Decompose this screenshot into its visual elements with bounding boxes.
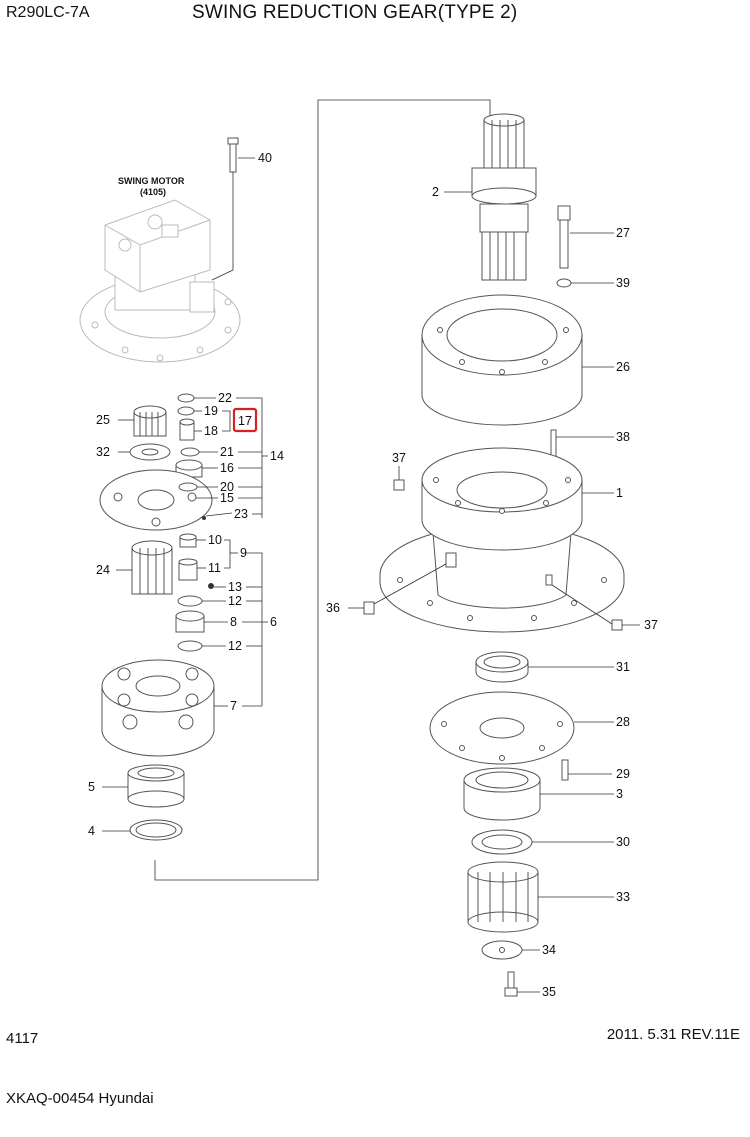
part-37-plug-lower bbox=[611, 619, 623, 631]
part-2-shaft bbox=[471, 113, 537, 281]
model-code: R290LC-7A bbox=[6, 4, 90, 21]
part-29-bolt bbox=[561, 759, 569, 781]
callout-40[interactable]: 40 bbox=[258, 151, 272, 165]
callout-11[interactable]: 11 bbox=[208, 561, 221, 575]
callout-27[interactable]: 27 bbox=[616, 226, 630, 240]
callout-17-highlight-box bbox=[232, 407, 258, 433]
revision-date: 2011. 5.31 REV.11E bbox=[606, 1026, 740, 1043]
part-19-ring bbox=[177, 406, 195, 416]
callout-18[interactable]: 18 bbox=[204, 424, 218, 438]
callout-19[interactable]: 19 bbox=[204, 404, 218, 418]
part-13-ball bbox=[208, 583, 214, 589]
part-18-bushing bbox=[179, 418, 195, 441]
part-35-bolt bbox=[504, 971, 518, 997]
part-1-housing bbox=[379, 447, 625, 633]
callout-30[interactable]: 30 bbox=[616, 835, 630, 849]
part-31-seal bbox=[475, 651, 529, 683]
assembly-frame-line bbox=[154, 99, 491, 881]
part-40-bolt bbox=[227, 137, 239, 173]
callout-23[interactable]: 23 bbox=[234, 507, 248, 521]
callout-10[interactable]: 10 bbox=[208, 533, 222, 547]
page-title: SWING REDUCTION GEAR(TYPE 2) bbox=[192, 2, 518, 23]
part-30-seal bbox=[471, 829, 533, 855]
part-34-plate bbox=[481, 940, 523, 960]
part-3-bearing bbox=[463, 767, 541, 821]
part-20-ring bbox=[178, 482, 198, 492]
page-number: 4117 bbox=[6, 1030, 39, 1047]
callout-20[interactable]: 20 bbox=[220, 480, 234, 494]
callout-1[interactable]: 1 bbox=[616, 486, 623, 500]
callout-32[interactable]: 32 bbox=[96, 445, 110, 459]
callout-37-upper[interactable]: 37 bbox=[392, 451, 406, 465]
callout-4[interactable]: 4 bbox=[88, 824, 95, 838]
part-carrier-plate bbox=[99, 469, 213, 531]
callout-28[interactable]: 28 bbox=[616, 715, 630, 729]
swing-motor-ref: (4105) bbox=[140, 187, 166, 197]
callout-14[interactable]: 14 bbox=[270, 449, 284, 463]
part-33-pinion bbox=[467, 861, 539, 933]
part-8-gear bbox=[175, 610, 205, 633]
part-24-planet-gear bbox=[131, 540, 173, 595]
callout-31[interactable]: 31 bbox=[616, 660, 630, 674]
callout-6[interactable]: 6 bbox=[270, 615, 277, 629]
part-23-pin bbox=[202, 516, 206, 520]
part-16-gear bbox=[175, 459, 203, 478]
callout-7[interactable]: 7 bbox=[230, 699, 237, 713]
callout-12-lower[interactable]: 12 bbox=[228, 639, 242, 653]
callout-34[interactable]: 34 bbox=[542, 943, 556, 957]
callout-36[interactable]: 36 bbox=[326, 601, 340, 615]
part-12-washer-lower bbox=[177, 640, 203, 652]
part-11-bushing bbox=[178, 558, 198, 581]
callout-26[interactable]: 26 bbox=[616, 360, 630, 374]
callout-29[interactable]: 29 bbox=[616, 767, 630, 781]
callout-13[interactable]: 13 bbox=[228, 580, 242, 594]
callout-25[interactable]: 25 bbox=[96, 413, 110, 427]
part-27-bolt bbox=[557, 205, 571, 269]
part-37-plug-upper bbox=[393, 479, 405, 491]
callout-3[interactable]: 3 bbox=[616, 787, 623, 801]
callout-2[interactable]: 2 bbox=[432, 185, 439, 199]
callout-21[interactable]: 21 bbox=[220, 445, 234, 459]
part-10-pin bbox=[179, 533, 197, 548]
part-39-washer bbox=[556, 278, 572, 288]
document-reference: XKAQ-00454 Hyundai bbox=[6, 1090, 154, 1107]
callout-37-lower[interactable]: 37 bbox=[644, 618, 658, 632]
callout-12-upper[interactable]: 12 bbox=[228, 594, 242, 608]
callout-16[interactable]: 16 bbox=[220, 461, 234, 475]
part-36-plug bbox=[363, 601, 375, 615]
part-5-bearing bbox=[127, 764, 185, 808]
callout-24[interactable]: 24 bbox=[96, 563, 110, 577]
part-25-gear bbox=[133, 405, 167, 437]
callout-39[interactable]: 39 bbox=[616, 276, 630, 290]
part-32-washer bbox=[129, 443, 171, 461]
part-4-seal-ring bbox=[129, 819, 183, 841]
swing-motor-drawing bbox=[79, 199, 241, 363]
callout-38[interactable]: 38 bbox=[616, 430, 630, 444]
part-28-cover-plate bbox=[429, 691, 575, 765]
part-21-ring bbox=[180, 447, 200, 457]
callout-5[interactable]: 5 bbox=[88, 780, 95, 794]
callout-35[interactable]: 35 bbox=[542, 985, 556, 999]
callout-15[interactable]: 15 bbox=[220, 491, 234, 505]
callout-8[interactable]: 8 bbox=[230, 615, 237, 629]
part-26-ring-gear bbox=[421, 294, 583, 426]
part-22-ring bbox=[177, 393, 195, 403]
callout-17[interactable]: 17 bbox=[238, 414, 252, 428]
swing-motor-label: SWING MOTOR bbox=[118, 176, 185, 186]
callout-22[interactable]: 22 bbox=[218, 391, 232, 405]
part-12-washer-upper bbox=[177, 595, 203, 607]
part-7-carrier bbox=[101, 659, 215, 757]
callout-9[interactable]: 9 bbox=[240, 546, 247, 560]
callout-33[interactable]: 33 bbox=[616, 890, 630, 904]
